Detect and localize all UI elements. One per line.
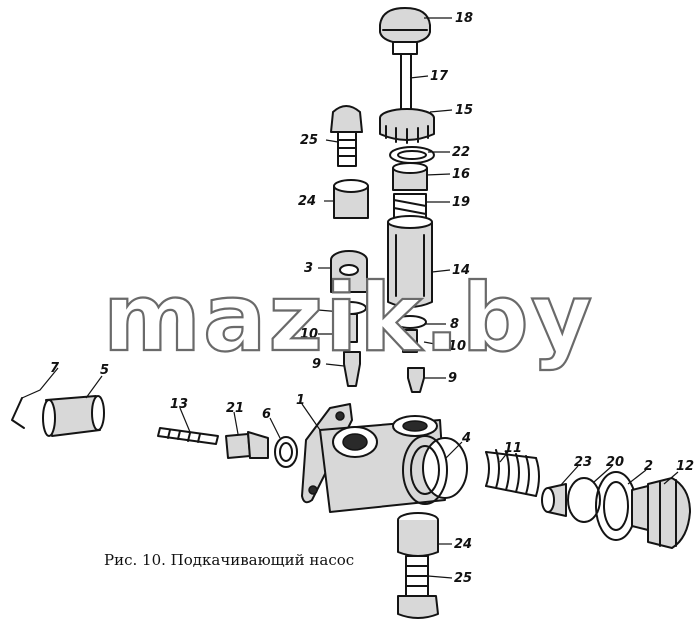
label-22: 22 [452,145,470,160]
part-11-spring [485,449,540,497]
part-20-disc [567,477,601,523]
part-25-top-bolt [330,105,363,167]
label-9-left: 9 [312,357,321,372]
part-8-10-left-valve [333,301,367,343]
label-1: 1 [296,393,305,408]
part-18-handle-knob [379,7,431,55]
part-21-fitting [225,431,269,459]
label-20: 20 [606,455,624,470]
label-2: 2 [644,459,653,474]
label-13: 13 [170,397,188,412]
leader-lines [21,17,679,579]
part-7-pin [11,397,25,429]
part-8-10-right-valve [393,315,427,353]
label-21: 21 [226,401,244,416]
label-3: 3 [304,261,313,276]
label-23: 23 [574,455,592,470]
label-7: 7 [50,361,60,376]
part-number-labels: 18 17 15 25 22 16 24 19 3 14 8 10 8 10 9… [50,11,694,586]
label-25-bottom: 25 [454,571,472,586]
part-24-bottom-sleeve [397,512,439,557]
label-19: 19 [452,195,470,210]
label-25-top: 25 [300,133,318,148]
label-5: 5 [100,363,109,378]
label-8-left: 8 [306,303,315,318]
label-15: 15 [455,103,473,118]
part-25-bottom-bolt [397,555,439,619]
part-15-cap-nut [379,108,435,144]
part-3-valve-body [330,250,368,293]
part-14-cylinder [387,215,433,308]
part-24-top-washer [333,179,369,219]
label-8-right: 8 [450,317,459,332]
label-24-bottom: 24 [454,537,472,552]
part-4-ring [402,435,448,505]
label-14: 14 [452,263,470,278]
part-12-plug [631,477,691,549]
label-10-right: 10 [448,339,466,354]
label-11: 11 [504,441,522,456]
label-4: 4 [461,431,471,446]
label-12: 12 [676,459,694,474]
label-18: 18 [455,11,473,26]
label-9-right: 9 [448,371,457,386]
label-16: 16 [452,167,470,182]
label-17: 17 [430,69,449,84]
part-22-ring [389,146,435,164]
part-5-sleeve [42,395,105,437]
watermark: mazik.by [103,264,594,373]
label-10-left: 10 [300,327,318,342]
part-1-pump-housing [301,403,468,513]
part-9-left-valve [343,351,361,387]
part-23-cap [541,483,567,517]
part-13-rod [157,427,219,445]
part-6-washer [274,436,298,468]
figure-caption: Рис. 10. Подкачивающий насос [104,551,354,569]
label-6: 6 [262,407,271,422]
label-24-top: 24 [298,194,316,209]
part-9-right-valve [407,367,425,393]
part-19-piston [393,193,427,219]
part-16-sleeve [392,162,428,191]
part-17-rod [400,53,412,111]
